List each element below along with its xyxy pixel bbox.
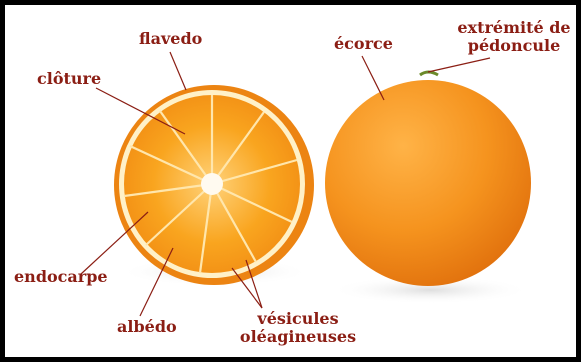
label-flavedo: flavedo	[139, 30, 202, 48]
label-extremite-line2: pédoncule	[454, 37, 574, 55]
label-endocarpe: endocarpe	[14, 268, 108, 286]
whole-orange	[325, 72, 531, 286]
half-orange	[114, 85, 314, 285]
leader-flavedo	[170, 52, 186, 90]
label-vesicules: vésicules oléagineuses	[238, 310, 358, 346]
label-ecorce: écorce	[334, 35, 393, 53]
label-vesicules-line1: vésicules	[238, 310, 358, 328]
label-albedo: albédo	[117, 318, 177, 336]
leader-ecorce	[362, 56, 384, 100]
core	[201, 173, 223, 195]
label-cloture: clôture	[37, 70, 101, 88]
label-extremite: extrémité de pédoncule	[454, 19, 574, 55]
label-vesicules-line2: oléagineuses	[238, 328, 358, 346]
peduncle-stem	[420, 72, 438, 75]
label-extremite-line1: extrémité de	[454, 19, 574, 37]
leader-extremite	[428, 58, 490, 72]
